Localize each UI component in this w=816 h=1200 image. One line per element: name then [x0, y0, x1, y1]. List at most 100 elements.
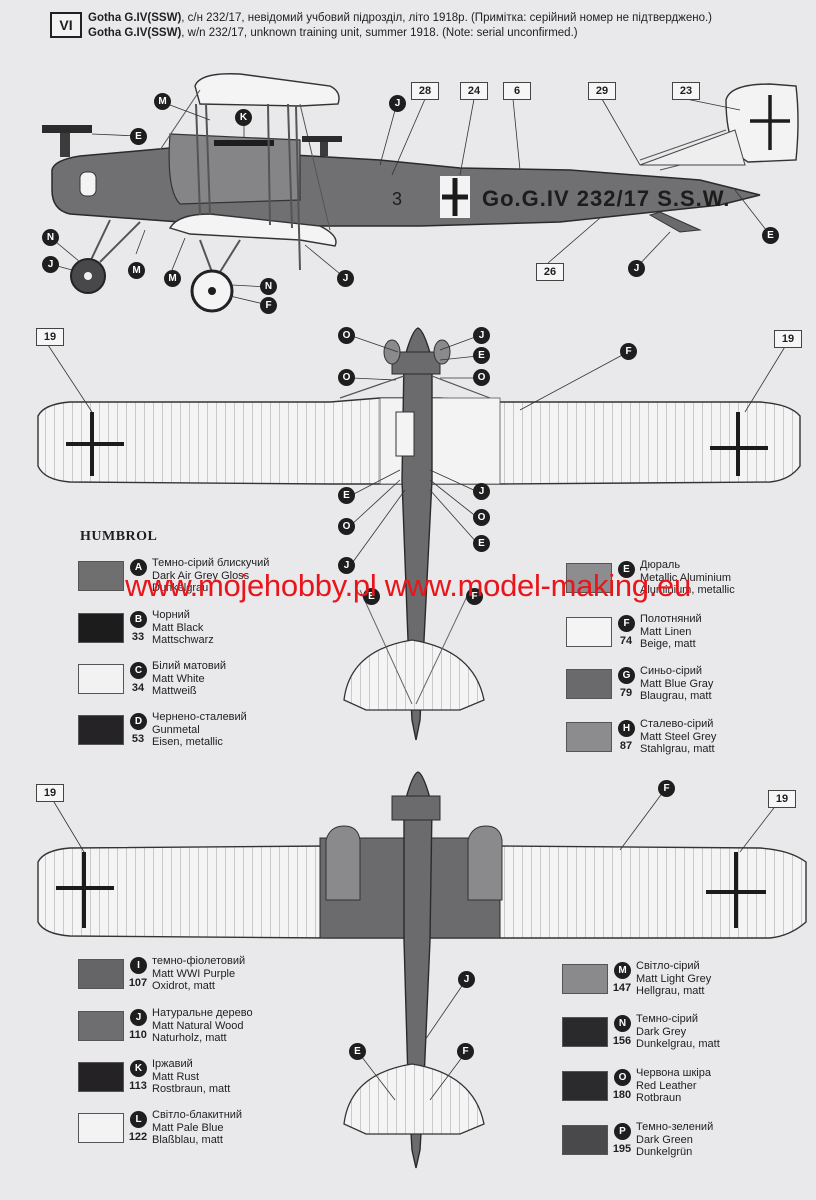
paint-name-ua: Білий матовий	[152, 660, 227, 672]
marker-o-top-1: O	[338, 327, 355, 344]
marker-m-side-gear-b: M	[164, 270, 181, 287]
paint-name-en: Dark Green	[636, 1133, 693, 1146]
paint-name-en: Dark Grey	[636, 1025, 687, 1038]
marker-m-side-top: M	[154, 93, 171, 110]
paint-number: 107	[128, 977, 148, 989]
paint-number: 122	[128, 1131, 148, 1143]
callout-19-bottom-left: 19	[36, 784, 64, 802]
swatch-d	[78, 715, 124, 745]
marker-f-top-wing: F	[620, 343, 637, 360]
swatch-i	[78, 959, 124, 989]
humbrol-heading: HUMBROL	[80, 529, 158, 544]
callout-24: 24	[460, 82, 488, 100]
marker-j-top-3: J	[473, 483, 490, 500]
bottom-tailplane	[343, 1063, 485, 1135]
swatch-g	[566, 669, 612, 699]
paint-name-de: Mattweiß	[152, 685, 197, 697]
swatch-b	[78, 613, 124, 643]
paint-name-de: Naturholz, matt	[152, 1032, 227, 1044]
paint-letter-badge: L	[130, 1111, 147, 1128]
paint-name-de: Dunkelgrau	[152, 582, 209, 594]
marker-o-top-3: O	[473, 369, 490, 386]
swatch-j	[78, 1011, 124, 1041]
side-upper-wing	[194, 73, 340, 107]
swatch-o	[562, 1071, 608, 1101]
paint-name-de: Hellgrau, matt	[636, 985, 705, 997]
paint-name-ua: Натуральне дерево	[152, 1007, 253, 1019]
swatch-c	[78, 664, 124, 694]
paint-number: 156	[612, 1035, 632, 1047]
paint-name-de: Stahlgrau, matt	[640, 743, 715, 755]
callout-19-bottom-right: 19	[768, 790, 796, 808]
paint-letter-badge: E	[618, 561, 635, 578]
marker-j-side-strut: J	[337, 270, 354, 287]
marker-e-top-3: E	[473, 535, 490, 552]
paint-name-ua: Темно-зелений	[636, 1121, 714, 1133]
swatch-k	[78, 1062, 124, 1092]
paint-number: 110	[129, 1029, 147, 1041]
paint-letter-badge: C	[130, 662, 147, 679]
swatch-m	[562, 964, 608, 994]
paint-letter-badge: N	[614, 1015, 631, 1032]
paint-name-ua: Світло-сірий	[636, 960, 700, 972]
paint-name-en: Matt Light Grey	[636, 972, 712, 985]
side-lower-wing	[168, 213, 337, 247]
swatch-f	[566, 617, 612, 647]
title-ukrainian: Gotha G.IV(SSW), с/н 232/17, невідомий у…	[88, 12, 713, 24]
title-english: Gotha G.IV(SSW), w/n 232/17, unknown tra…	[88, 27, 578, 39]
paint-name-de: Dunkelgrün	[636, 1146, 693, 1158]
marker-j-side-left: J	[42, 256, 59, 273]
paint-name-en: Matt White	[152, 672, 205, 685]
marker-o-top-4: O	[338, 518, 355, 535]
marker-e-bottom-tail: E	[349, 1043, 366, 1060]
swatch-l	[78, 1113, 124, 1143]
marker-f-bottom-wing: F	[658, 780, 675, 797]
paint-number: 79	[619, 687, 633, 699]
paint-name-ua: Чорний	[152, 609, 190, 621]
paint-name-ua: Сталево-сірий	[640, 718, 714, 730]
paint-number: 33	[131, 631, 145, 643]
bottom-view	[37, 771, 807, 1169]
paint-letter-badge: F	[618, 615, 635, 632]
paint-letter-badge: H	[618, 720, 635, 737]
paint-name-en: Gunmetal	[152, 723, 200, 736]
paint-name-ua: Дюраль	[640, 559, 681, 571]
paint-number: 195	[612, 1143, 632, 1155]
marker-m-side-gear-a: M	[128, 262, 145, 279]
paint-number: 180	[612, 1089, 632, 1101]
paint-letter-badge: K	[130, 1060, 147, 1077]
swatch-e	[566, 563, 612, 593]
paint-letter-badge: G	[618, 667, 635, 684]
paint-letter-badge: O	[614, 1069, 631, 1086]
paint-number: 53	[131, 733, 145, 745]
plate-number: VI	[50, 12, 82, 38]
paint-letter-badge: P	[614, 1123, 631, 1140]
paint-name-en: Matt Natural Wood	[152, 1019, 244, 1032]
paint-name-de: Oxidrot, matt	[152, 980, 215, 992]
aircraft-title: Gotha G.IV(SSW), с/н 232/17, невідомий у…	[88, 11, 712, 41]
paint-name-de: Blaßblau, matt	[152, 1134, 223, 1146]
paint-number: 113	[129, 1080, 147, 1092]
marker-j-top-1: J	[473, 327, 490, 344]
paint-name-en: Matt Pale Blue	[152, 1121, 224, 1134]
marker-j-side-top: J	[389, 95, 406, 112]
callout-26: 26	[536, 263, 564, 281]
